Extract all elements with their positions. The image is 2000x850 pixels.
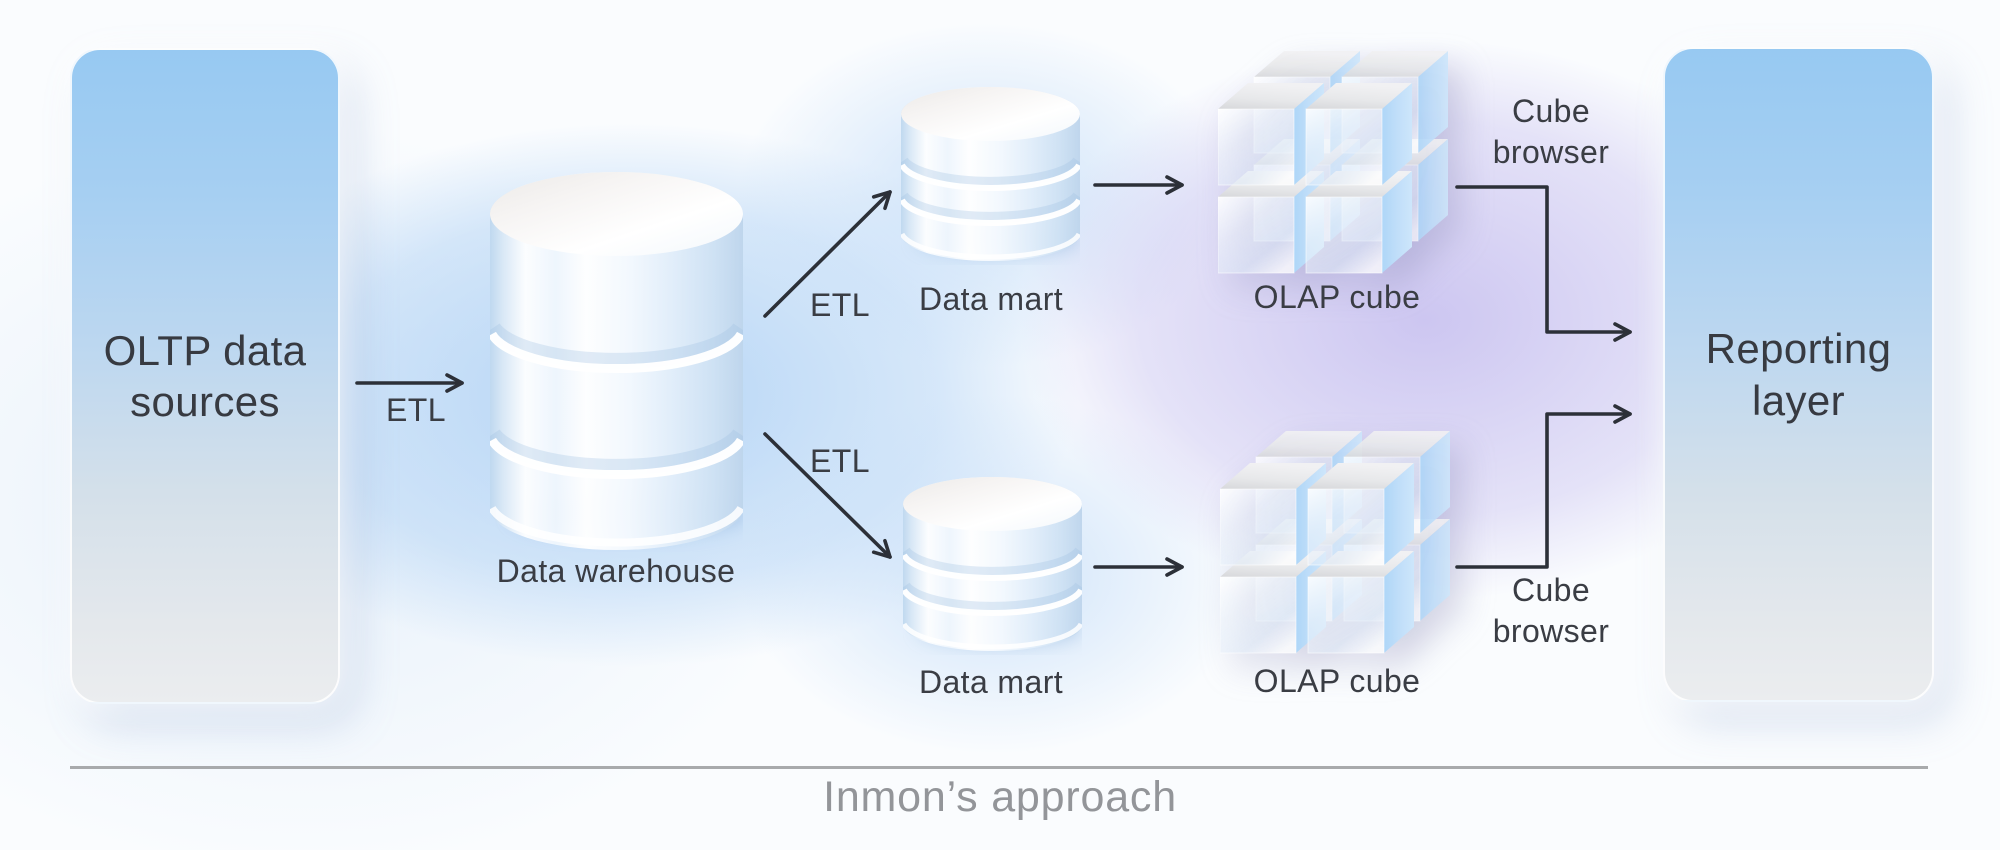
data-warehouse-icon: [490, 172, 743, 550]
etl-label-source-to-warehouse: ETL: [386, 392, 446, 428]
data-warehouse-label: Data warehouse: [496, 553, 736, 589]
data-mart-top-label: Data mart: [918, 281, 1064, 317]
divider-line: [70, 766, 1928, 769]
cube-browser-bottom-label: Cube browser: [1492, 572, 1610, 649]
etl-label-warehouse-to-mart-bottom: ETL: [810, 443, 870, 479]
reporting-layer-label: Reporting layer: [1705, 325, 1892, 424]
data-mart-bottom-label: Data mart: [918, 664, 1064, 700]
olap-cube-top-label: OLAP cube: [1253, 279, 1421, 315]
olap-cube-bottom-label: OLAP cube: [1253, 663, 1421, 699]
diagram-caption: Inmon’s approach: [823, 773, 1177, 821]
cube-browser-top-label: Cube browser: [1492, 93, 1610, 170]
oltp-data-sources-node: OLTP data sources: [70, 48, 340, 704]
reporting-layer-node: Reporting layer: [1663, 47, 1934, 702]
etl-label-warehouse-to-mart-top: ETL: [810, 287, 870, 323]
olap-cube-top-icon: [1218, 50, 1448, 274]
arrow-cube-top-to-reporting: [1455, 185, 1632, 342]
arrow-cube-bottom-to-reporting: [1455, 404, 1632, 569]
data-mart-bottom-icon: [903, 477, 1082, 651]
olap-cube-bottom-icon: [1220, 430, 1450, 654]
data-mart-top-icon: [901, 87, 1080, 261]
oltp-data-sources-label: OLTP data sources: [103, 326, 307, 425]
